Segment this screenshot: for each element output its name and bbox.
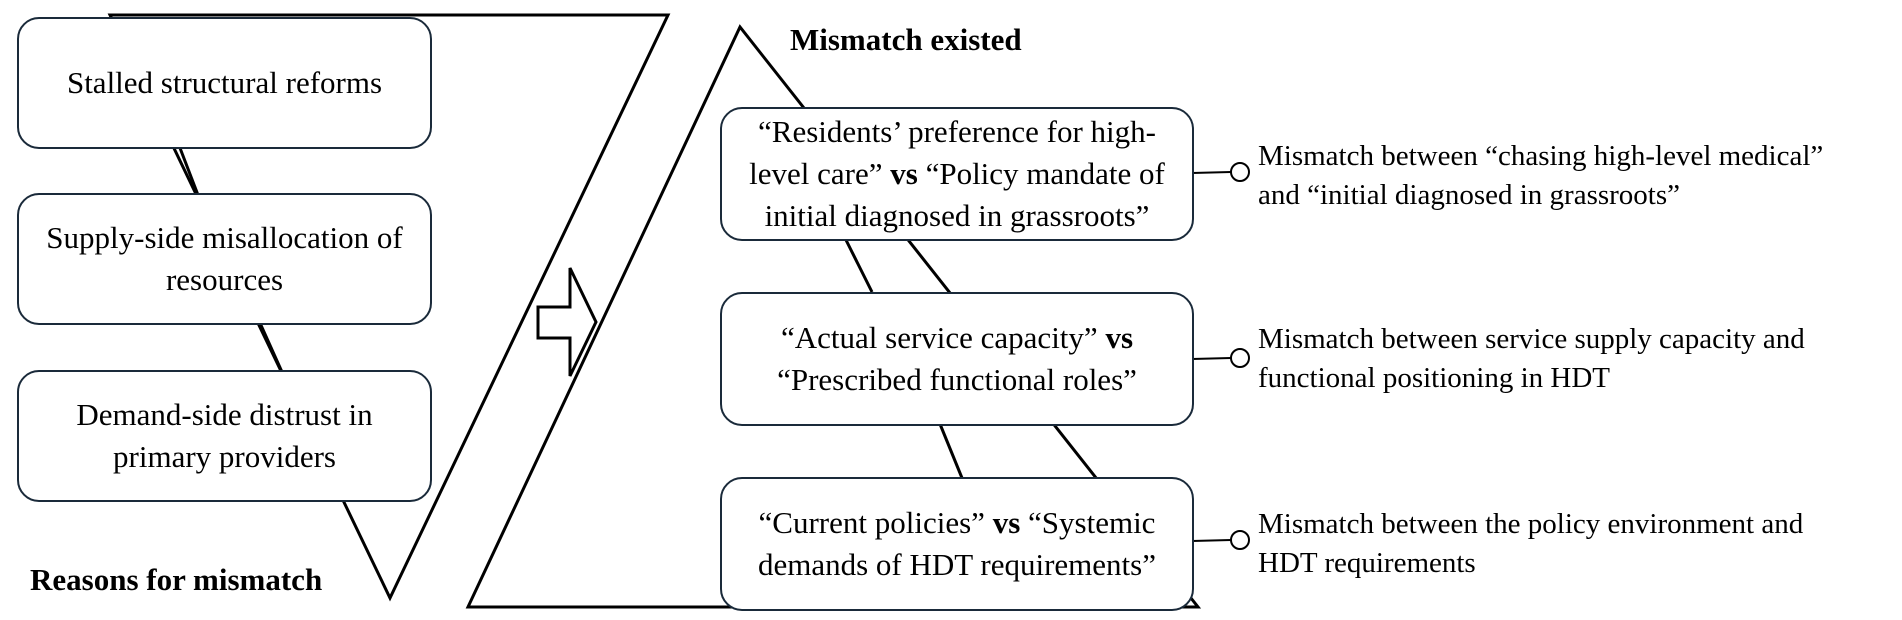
reasons-connector	[178, 147, 200, 196]
mismatch-right-text: “Prescribed functional roles”	[777, 362, 1137, 397]
reason-box: Demand-side distrust in primary provider…	[17, 370, 432, 502]
note-line: and “initial diagnosed in grassroots”	[1258, 178, 1681, 211]
mismatch-box: “Current policies” vs “Systemic demands …	[720, 477, 1194, 611]
reason-label: Supply-side misallocation of resources	[46, 219, 403, 297]
left-heading: Reasons for mismatch	[30, 562, 323, 597]
reason-label: Demand-side distrust in primary provider…	[76, 396, 373, 474]
vs-label: vs	[890, 155, 918, 191]
mismatch-connector	[844, 239, 874, 293]
mismatch-right-text: “Policy mandate of initial diagnosed in …	[764, 155, 1165, 234]
note-line: functional positioning in HDT	[1258, 361, 1610, 394]
reason-label: Stalled structural reforms	[66, 64, 383, 100]
mismatch-right-text: “Systemic demands of HDT requirements”	[757, 504, 1156, 582]
mismatch-note: Mismatch between service supply capacity…	[1258, 320, 1805, 397]
reason-box: Stalled structural reforms	[17, 17, 432, 149]
right-heading: Mismatch existed	[790, 22, 1022, 57]
mismatch-box: “Actual service capacity” vs “Prescribed…	[720, 292, 1194, 426]
vs-label: vs	[992, 504, 1021, 540]
mismatch-left-text: “Residents’ preference for high-level ca…	[749, 113, 1156, 191]
mismatch-box: “Residents’ preference for high-level ca…	[720, 107, 1194, 241]
note-line: Mismatch between “chasing high-level med…	[1258, 140, 1824, 172]
mismatch-note: Mismatch between “chasing high-level med…	[1258, 137, 1823, 214]
note-line: Mismatch between service supply capacity…	[1258, 323, 1805, 355]
mismatch-connector	[938, 423, 964, 479]
reason-box: Supply-side misallocation of resources	[17, 193, 432, 325]
right-arrow-icon	[536, 267, 598, 377]
reasons-connector	[258, 322, 284, 373]
circle-connector-icon	[1191, 162, 1250, 182]
mismatch-left-text: “Actual service capacity”	[780, 319, 1098, 355]
note-line: Mismatch between the policy environment …	[1258, 508, 1804, 540]
vs-label: vs	[1105, 319, 1134, 355]
mismatch-left-text: “Current policies”	[758, 504, 985, 540]
note-line: HDT requirements	[1258, 546, 1476, 579]
mismatch-note: Mismatch between the policy environment …	[1258, 505, 1803, 582]
circle-connector-icon	[1191, 348, 1250, 368]
circle-connector-icon	[1191, 530, 1250, 550]
